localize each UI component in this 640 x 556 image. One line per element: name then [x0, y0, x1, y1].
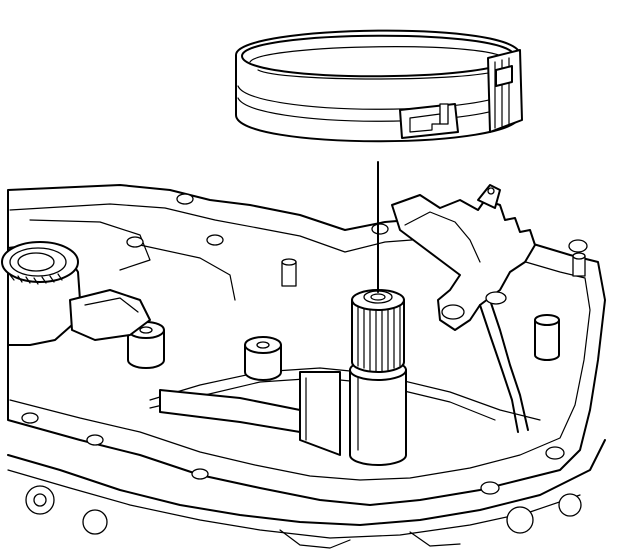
inner-web-left — [159, 389, 301, 433]
bolt-boss — [545, 446, 565, 460]
bolt-boss — [21, 412, 39, 424]
inner-boss-small — [126, 236, 144, 248]
servo-boss-top — [534, 314, 560, 326]
gear-teeth — [9, 273, 63, 285]
splined-shaft — [349, 289, 407, 466]
shaft-spline-body — [351, 299, 405, 373]
lower-boss-bore — [33, 493, 47, 507]
band-bracket-tab — [439, 103, 449, 125]
lever-plate — [391, 194, 536, 331]
bolt-boss — [568, 239, 588, 253]
case-lower-skirt — [7, 439, 606, 526]
dowel-pins — [281, 252, 586, 287]
servo-link-rod — [489, 299, 529, 431]
case-lower-skirt-2 — [7, 469, 581, 539]
bolt-boss — [176, 193, 194, 205]
lower-boss — [82, 509, 108, 535]
lower-boss — [506, 506, 534, 534]
servo-boss — [534, 319, 560, 361]
dowel-pin-top — [281, 258, 297, 266]
shaft-bore-inner — [370, 293, 386, 301]
band-apply-bracket — [399, 103, 459, 139]
lever-pivot-hole — [441, 304, 465, 320]
lower-rib — [409, 531, 461, 547]
lower-rib — [279, 529, 351, 549]
gear-hub-flange — [69, 289, 151, 341]
band-assembly — [235, 29, 523, 143]
band-inner-opening — [241, 34, 515, 78]
band-lug-window — [495, 65, 513, 87]
inner-boss-small — [206, 234, 224, 246]
inner-boss — [127, 329, 165, 369]
band-end-lug — [487, 49, 523, 133]
left-gear-hub — [1, 241, 151, 346]
servo-link-rod-edge — [479, 304, 519, 433]
bolt-boss — [191, 468, 209, 480]
band-inner-edge — [249, 46, 507, 63]
link-rod-eye — [485, 291, 507, 305]
flange-detail — [84, 297, 139, 313]
band-inner-lower-edge — [257, 69, 501, 80]
gear-hub-bore — [17, 252, 55, 272]
inner-bosses — [126, 234, 282, 381]
inner-boss-bore — [256, 341, 270, 349]
case-channel — [29, 219, 151, 271]
dowel-pin-top — [572, 252, 586, 260]
case-lower-bosses — [25, 485, 582, 549]
lower-boss — [558, 493, 582, 517]
bolt-boss — [86, 434, 104, 446]
shaft-lower-body — [349, 369, 407, 466]
apply-lever-bracket — [391, 184, 560, 433]
lever-plate-edge — [404, 211, 481, 263]
inner-boss — [244, 344, 282, 381]
case-bolt-bosses — [21, 193, 588, 495]
bolt-boss — [371, 223, 389, 235]
shaft-splines — [357, 303, 401, 372]
case-gasket-groove — [9, 203, 591, 481]
bolt-boss — [480, 481, 500, 495]
case-channel — [139, 244, 236, 301]
lever-tab-pin — [487, 187, 495, 195]
inner-boss-bore — [139, 326, 153, 334]
